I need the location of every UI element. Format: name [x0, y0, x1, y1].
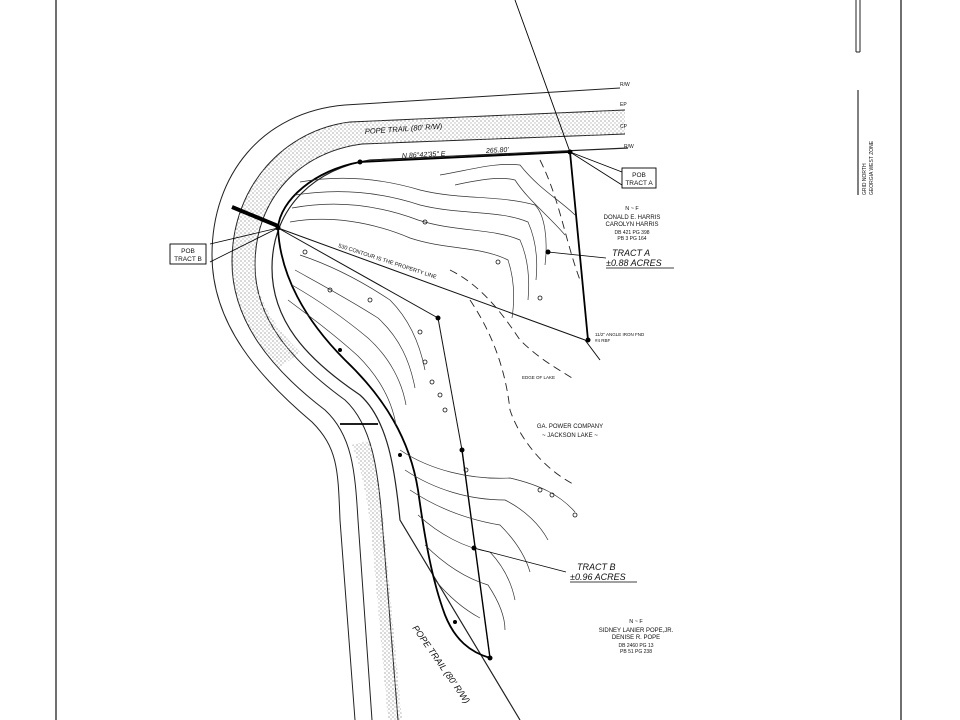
pob-a-line2: TRACT A [625, 180, 653, 187]
owner-north-block: N ~ F DONALD E. HARRIS CAROLYN HARRIS DB… [604, 206, 661, 242]
tract-b-label: TRACT B ±0.96 ACRES [570, 562, 637, 583]
owner-south-name1: SIDNEY LANIER POPE,JR. [599, 628, 674, 634]
property-boundary [231, 151, 589, 659]
owner-south-nf: N ~ F [629, 619, 643, 625]
pob-a-line1: POB [632, 172, 646, 179]
road-label-bottom: POPE TRAIL (80' R/W) [410, 623, 472, 705]
pob-b-line2: TRACT B [174, 256, 202, 263]
angle-iron-label: 11/2" ANGLE IRON FND [595, 332, 645, 337]
tract-a-label: TRACT A ±0.88 ACRES [606, 248, 674, 269]
owner-north-nf: N ~ F [625, 206, 639, 212]
edge-of-lake-label: EDGE OF LAKE [522, 375, 555, 380]
road-shoulder [232, 110, 625, 720]
edge-of-lake-line [449, 159, 581, 486]
pob-box-tract-b: POB TRACT B [169, 243, 207, 265]
cp-tag: CP [620, 124, 628, 130]
pin-label-a: #4 RBF [595, 338, 611, 343]
lake-owner-lake: ~ JACKSON LAKE ~ [542, 433, 598, 439]
pob-b-line1: POB [181, 248, 195, 255]
leader-lines [209, 151, 623, 573]
north-leader [514, 0, 571, 153]
owner-south-pb: PB 51 PG 238 [620, 649, 652, 655]
ep-tag: EP [620, 102, 627, 108]
lake-owner-name: GA. POWER COMPANY [537, 424, 603, 430]
tract-lines [277, 227, 601, 451]
owner-south-name2: DENISE R. POPE [612, 635, 660, 641]
owner-north-pb: PB 3 PG 164 [617, 236, 646, 242]
survey-pins [275, 149, 591, 661]
north-label-2: GEORGIA WEST ZONE [869, 140, 875, 195]
pob-box-tract-a: POB TRACT A [621, 167, 657, 189]
tract-b-acres: ±0.96 ACRES [570, 572, 626, 582]
rw-tag-1: R/W [620, 82, 630, 88]
owner-north-name2: CAROLYN HARRIS [606, 222, 659, 228]
sheet-frame [55, 0, 902, 720]
tract-b-name: TRACT B [577, 562, 616, 572]
spot-markers [302, 219, 578, 518]
contour-lines [287, 164, 576, 631]
tract-a-acres: ±0.88 ACRES [606, 258, 662, 268]
bearing-top: N 86°42'35" E [402, 150, 446, 160]
contour-note: 530 CONTOUR IS THE PROPERTY LINE [337, 243, 437, 281]
rw-tag-2: R/W [624, 144, 634, 150]
tract-a-name: TRACT A [612, 248, 650, 258]
owner-south-block: N ~ F SIDNEY LANIER POPE,JR. DENISE R. P… [599, 619, 674, 655]
owner-south-db: DB 2460 PG 13 [618, 643, 653, 649]
owner-north-name1: DONALD E. HARRIS [604, 215, 661, 221]
distance-top: 265.80' [485, 147, 510, 155]
owner-north-db: DB 421 PG 398 [614, 230, 649, 236]
north-label-1: GRID NORTH [862, 163, 868, 195]
